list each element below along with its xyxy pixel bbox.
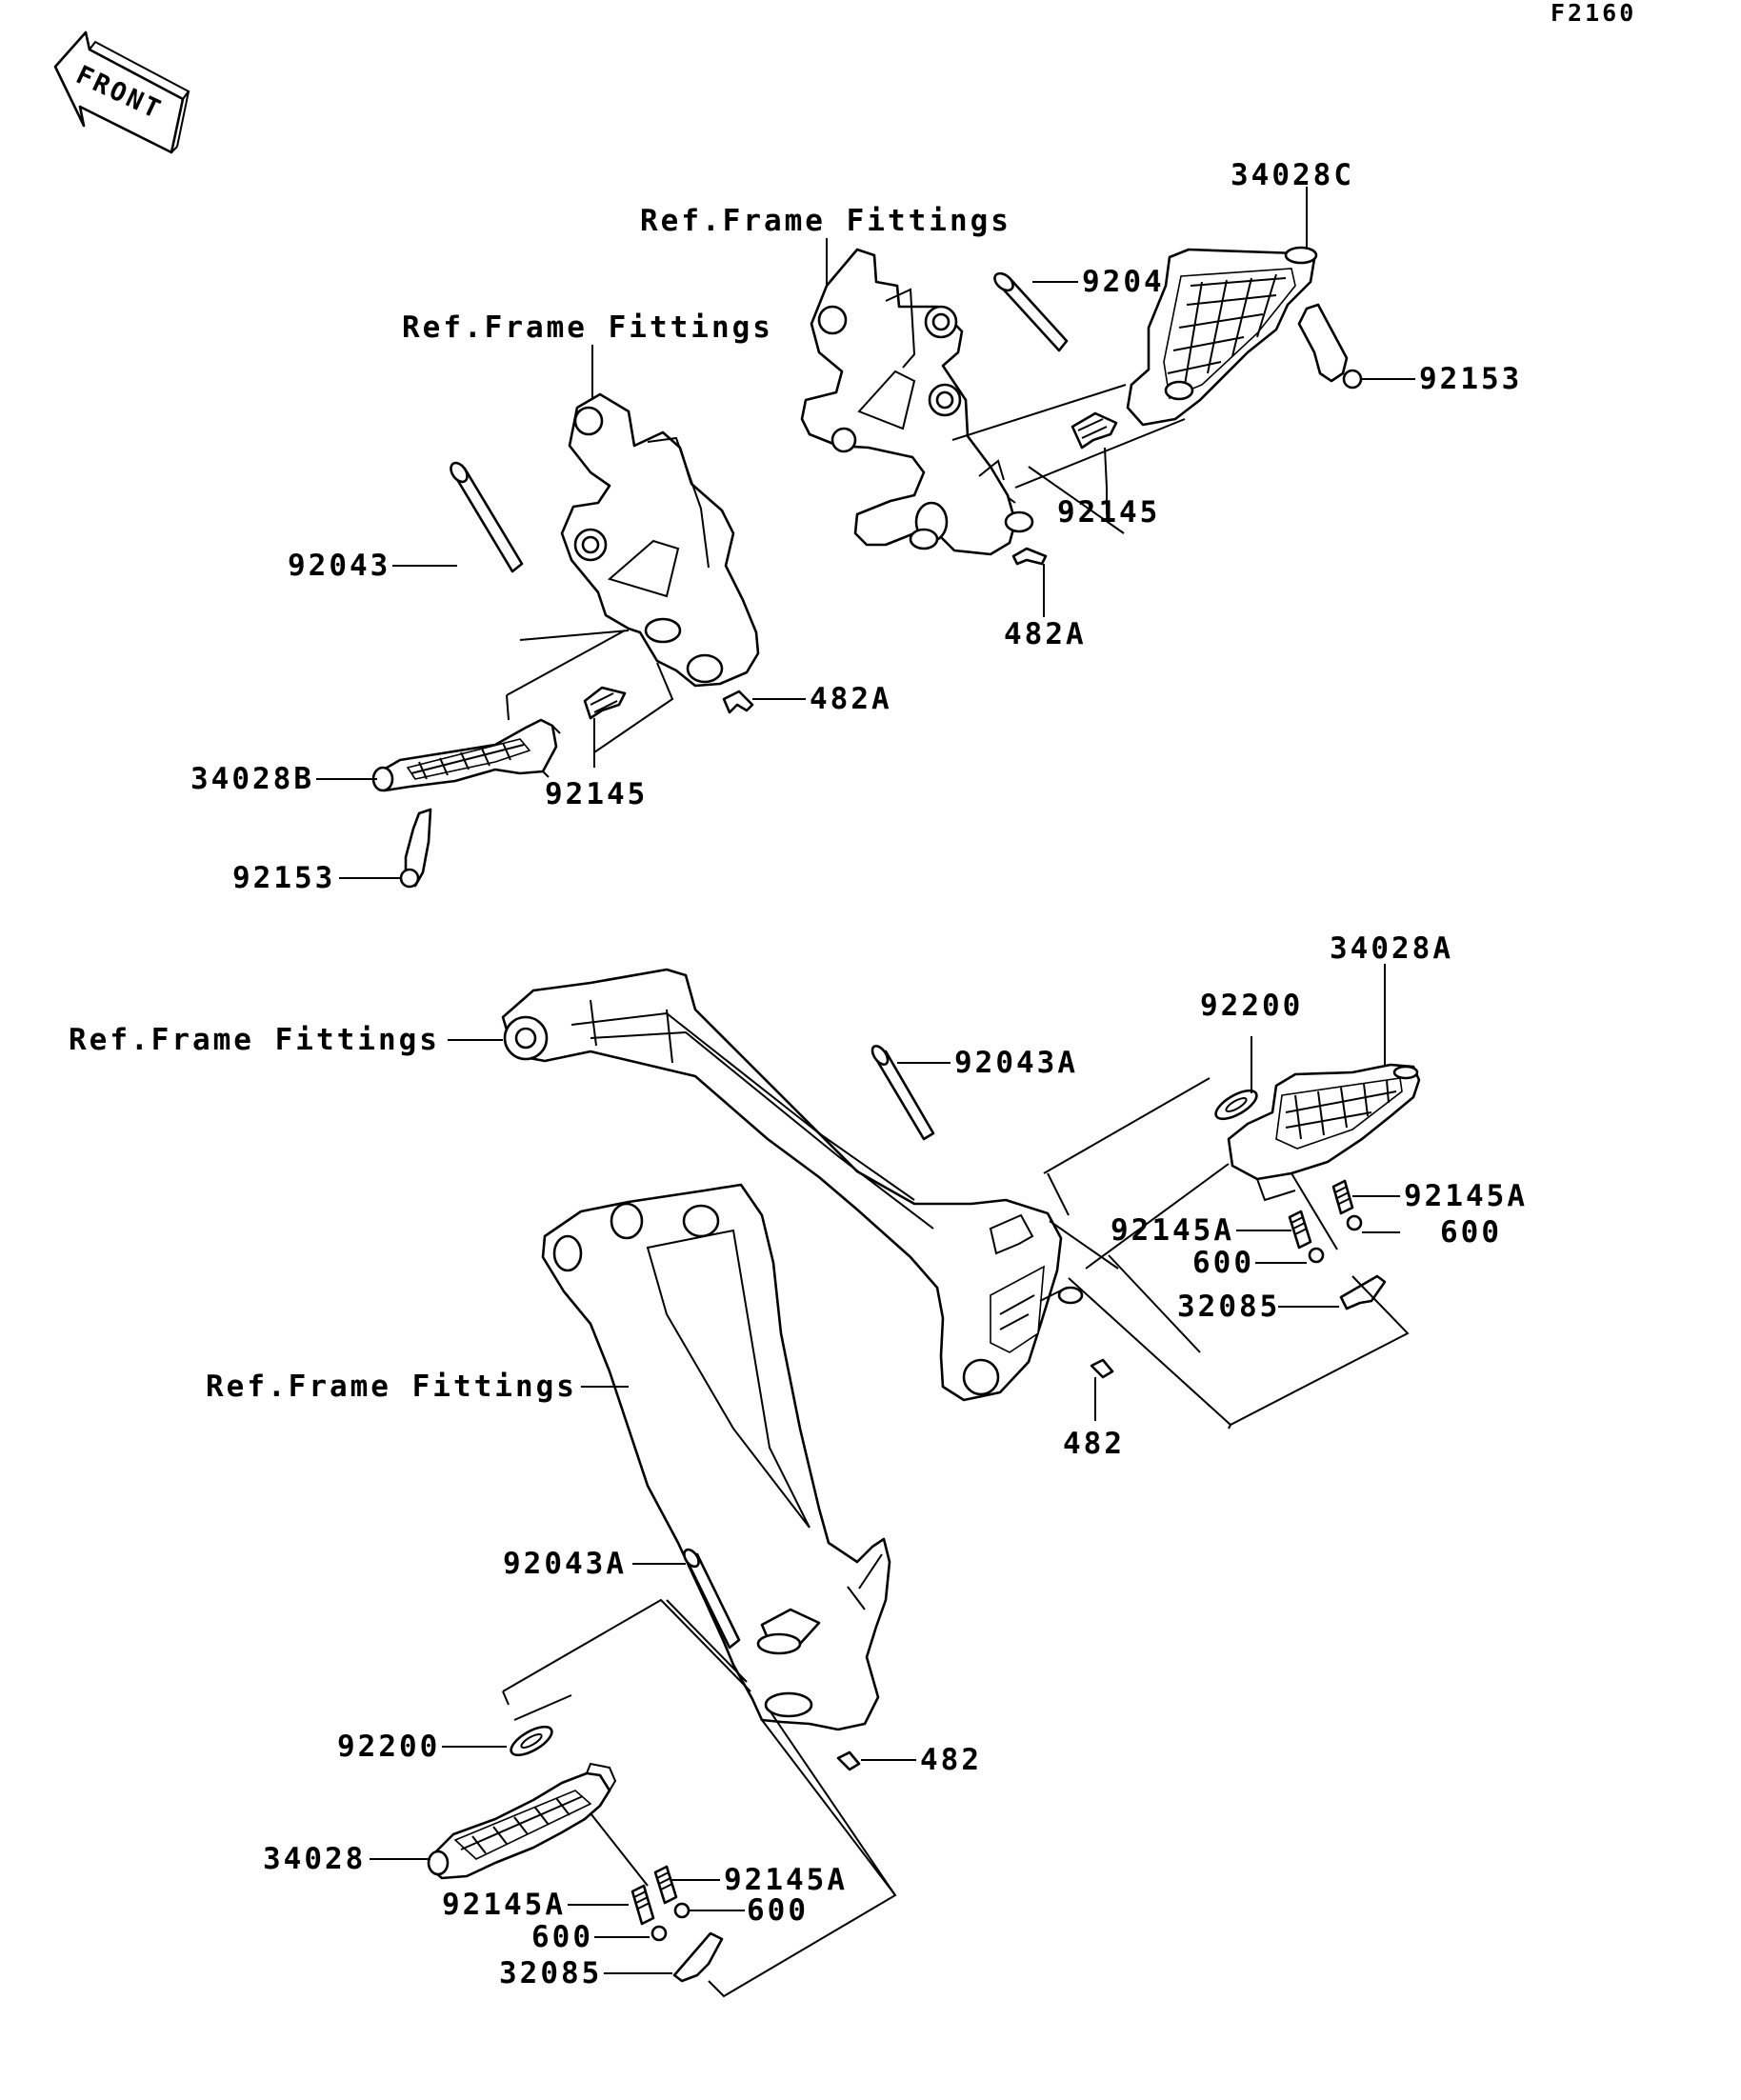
label-92153-lower: 92153	[232, 861, 335, 895]
label-34028: 34028	[263, 1842, 366, 1876]
label-92145-upper: 92145	[1057, 495, 1160, 530]
label-92145A-upper-1: 92145A	[1404, 1179, 1528, 1213]
footpeg-34028C	[1126, 246, 1318, 427]
label-92043-lower: 92043	[288, 549, 390, 583]
label-482A-lower: 482A	[810, 682, 892, 716]
label-92200-lower: 92200	[337, 1730, 440, 1764]
footpeg-34028B	[371, 718, 561, 792]
label-92043A-upper: 92043A	[954, 1046, 1078, 1080]
label-32085-upper: 32085	[1177, 1290, 1280, 1324]
label-92200-upper: 92200	[1200, 989, 1303, 1023]
label-600-upper-2: 600	[1192, 1246, 1254, 1280]
lower-right-bracket	[501, 968, 1084, 1402]
label-34028B: 34028B	[190, 762, 314, 796]
spring-92145-lower	[583, 686, 627, 720]
label-482-upper: 482	[1063, 1427, 1125, 1461]
ref-frame-label-4: Ref.Frame Fittings	[206, 1370, 577, 1404]
clip-482A-lower	[722, 690, 754, 714]
clip-482-upper	[1090, 1358, 1114, 1379]
ball-600-lower-1	[673, 1902, 690, 1919]
ref-frame-label-1: Ref.Frame Fittings	[640, 204, 1011, 238]
footpeg-34028	[427, 1762, 649, 1887]
ball-600-lower-2	[650, 1925, 668, 1942]
pin-92043A-lower	[683, 1548, 741, 1650]
label-32085-lower: 32085	[499, 1956, 602, 1990]
label-92145A-lower-1: 92145A	[724, 1863, 848, 1897]
bolt-92153-upper	[1297, 303, 1363, 390]
label-34028C: 34028C	[1231, 158, 1354, 192]
label-92145A-lower-2: 92145A	[442, 1888, 566, 1922]
ball-600-upper-2	[1308, 1247, 1325, 1264]
washer-92200-upper	[1214, 1089, 1258, 1121]
washer-92200-lower	[510, 1725, 553, 1757]
label-92145-lower: 92145	[545, 777, 648, 811]
spring-92145A-lower-2	[630, 1884, 655, 1926]
footpeg-34028A	[1227, 1063, 1421, 1250]
bolt-92153-lower	[399, 808, 432, 889]
spring-92145A-upper-2	[1288, 1210, 1312, 1250]
label-92153-upper: 92153	[1419, 362, 1522, 396]
spring-92145A-upper-1	[1331, 1179, 1354, 1215]
label-600-lower-2: 600	[531, 1920, 593, 1954]
spring-92145A-lower-1	[653, 1865, 678, 1905]
label-600-upper-1: 600	[1440, 1215, 1502, 1250]
pin-92043-upper	[993, 271, 1069, 352]
upper-right-bracket	[800, 248, 1034, 556]
ref-frame-label-3: Ref.Frame Fittings	[69, 1023, 440, 1057]
label-34028A: 34028A	[1330, 931, 1453, 966]
ref-frame-label-2: Ref.Frame Fittings	[402, 310, 773, 345]
pin-92043A-upper	[870, 1045, 935, 1141]
label-92145A-upper-2: 92145A	[1111, 1213, 1234, 1248]
spring-92145-upper	[1071, 411, 1118, 450]
clip-482A-upper	[1011, 547, 1048, 566]
pin-92043-lower	[450, 461, 524, 573]
label-482-lower: 482	[920, 1743, 982, 1777]
front-arrow-icon: FRONT	[53, 30, 190, 154]
label-482A-upper: 482A	[1004, 617, 1087, 651]
clip-482-lower	[836, 1750, 861, 1771]
lower-left-bracket	[541, 1183, 891, 1731]
upper-left-bracket	[560, 392, 760, 688]
label-92043A-lower: 92043A	[503, 1547, 627, 1581]
label-600-lower-1: 600	[747, 1893, 809, 1928]
ball-600-upper-1	[1346, 1214, 1363, 1231]
detent-32085-lower	[672, 1931, 724, 1983]
diagram-code: F2160	[1551, 0, 1636, 27]
detent-32085-upper	[1339, 1274, 1387, 1310]
